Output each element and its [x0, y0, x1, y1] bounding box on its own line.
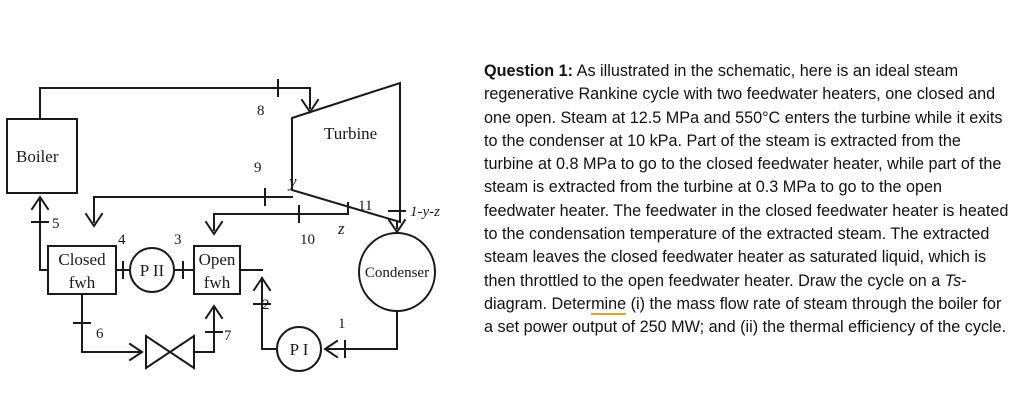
state-9-label: 9 — [254, 160, 262, 176]
extraction-z-arrow — [204, 220, 224, 236]
exhaust-arrow — [387, 218, 407, 234]
feedwater-arrow — [30, 195, 50, 211]
state-5-label: 5 — [52, 216, 60, 232]
closed-fwh-box — [47, 245, 117, 295]
valve-outlet-arrow — [204, 304, 224, 320]
fraction-rest-label: 1-y-z — [410, 204, 440, 220]
drain-arrow — [128, 342, 144, 362]
question-highlight: mine — [591, 294, 627, 315]
throttle-valve-left — [145, 334, 172, 370]
pump-1-label: P I — [290, 340, 309, 359]
open-fwh-box — [193, 245, 241, 295]
extraction-y-arrow — [84, 212, 104, 228]
pump1-outlet-line — [261, 277, 278, 350]
boiler-box — [6, 118, 78, 194]
feedwater-line — [39, 198, 49, 271]
closed-fwh-label-2: fwh — [69, 273, 96, 292]
turbine-shape — [291, 81, 401, 224]
extraction-z-line — [213, 202, 349, 231]
fraction-y-label: y — [287, 172, 297, 191]
pump1-outlet-arrow — [252, 276, 272, 292]
condensate-arrow — [323, 339, 339, 359]
turbine-label: Turbine — [324, 124, 377, 143]
state-11-label: 11 — [358, 198, 372, 214]
state-8-label: 8 — [257, 103, 265, 119]
question-ts: Ts — [944, 271, 962, 290]
condensate-line — [326, 310, 398, 350]
closed-fwh-label-1: Closed — [58, 250, 106, 269]
main-steam-line — [39, 87, 311, 120]
rankine-cycle-schematic: Boiler Turbine Condenser Closed fwh Open… — [6, 79, 440, 372]
boiler-label: Boiler — [16, 147, 59, 166]
question-body-b: -diagram. Deter — [484, 271, 967, 313]
state-3-label: 3 — [174, 232, 182, 248]
extraction-y-line — [93, 196, 293, 223]
drain-line — [81, 293, 141, 353]
fraction-z-label: z — [337, 219, 345, 238]
state-4-label: 4 — [118, 232, 126, 248]
state-6-label: 6 — [96, 326, 104, 342]
question-body-c: (i) the mass flow rate of steam through … — [484, 294, 1007, 337]
condenser-label: Condenser — [365, 265, 429, 281]
open-fwh-label-1: Open — [199, 250, 236, 269]
pump-2-label: P II — [140, 261, 165, 280]
question-text: Question 1: As illustrated in the schema… — [484, 60, 1014, 340]
question-heading: Question 1: — [484, 62, 574, 80]
state-2-label: 2 — [262, 297, 270, 313]
state-7-label: 7 — [224, 328, 232, 344]
valve-outlet-line — [193, 307, 215, 353]
throttle-valve-right — [168, 334, 195, 370]
question-body-a: As illustrated in the schematic, here is… — [484, 62, 1009, 290]
state-1-label: 1 — [338, 316, 346, 332]
main-steam-arrow — [300, 98, 320, 114]
open-fwh-label-2: fwh — [204, 273, 231, 292]
state-10-label: 10 — [300, 232, 315, 248]
